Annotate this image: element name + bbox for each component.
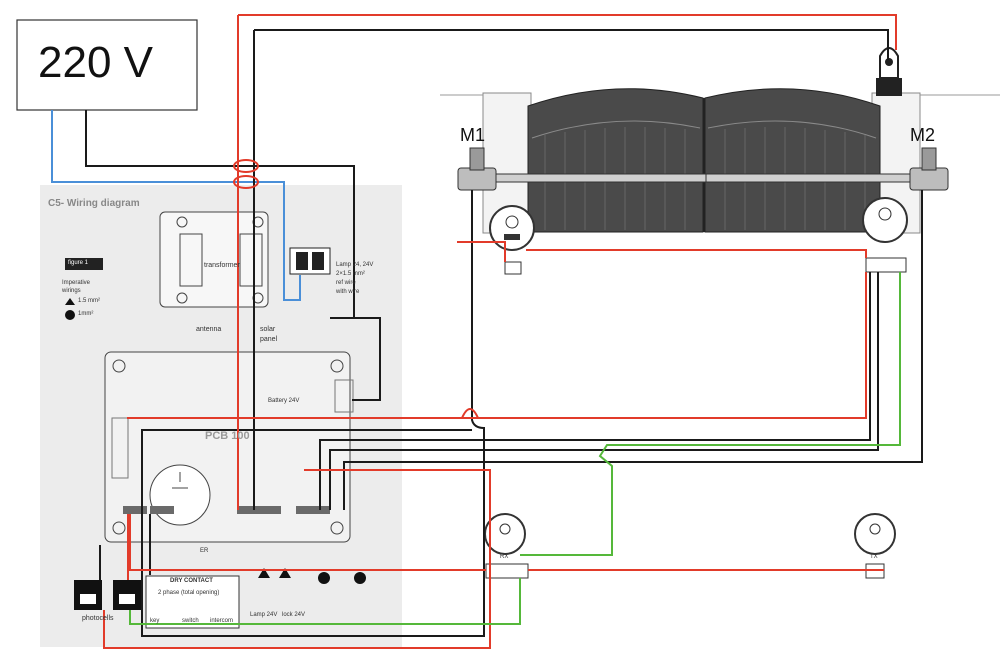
tx-label: TX xyxy=(870,554,878,560)
transformer-label: transformer xyxy=(204,262,240,269)
transformer xyxy=(159,211,269,308)
terminal-strip-top-right xyxy=(865,257,907,273)
motor-label-m1: M1 xyxy=(460,125,486,145)
lamp-bottom-label: Lamp 24V xyxy=(250,612,278,618)
dry-contact-sub: 2 phase (total opening) xyxy=(158,590,220,596)
photocell-box-1-inner xyxy=(80,594,96,604)
figure-tag: figure 1 xyxy=(68,260,89,266)
terminal-strip-rx xyxy=(485,563,529,579)
signal-wires xyxy=(129,272,901,625)
terminal-block-inner-2 xyxy=(312,252,324,270)
battery-label: Battery 24V xyxy=(268,398,300,404)
photocell-box-2-inner xyxy=(119,594,135,604)
dry-item-switch: switch xyxy=(182,618,199,624)
control-board xyxy=(104,351,354,543)
er-label: ER xyxy=(200,548,209,554)
solar-label-2: panel xyxy=(260,336,278,343)
gate xyxy=(482,88,921,234)
lamp-note-3: ref wire xyxy=(336,280,356,286)
solar-label-1: solar xyxy=(260,326,276,333)
live-wires xyxy=(103,14,897,649)
legend-heading-1: Imperative xyxy=(62,280,91,286)
board-terminals xyxy=(123,506,330,514)
crossover-loops xyxy=(233,159,479,419)
motor-label-m2: M2 xyxy=(910,125,936,145)
dry-contact-title: DRY CONTACT xyxy=(170,578,213,584)
lamp-note-1: Lamp 24, 24V xyxy=(336,262,374,268)
button-1-icon xyxy=(318,572,330,584)
photocells-label: photocells xyxy=(82,615,114,622)
lamp-note-4: with wire xyxy=(336,289,360,295)
terminal-block-inner xyxy=(296,252,308,270)
dry-contact-box xyxy=(145,575,240,629)
warning-lamp xyxy=(876,47,902,96)
legend-triangle-icon xyxy=(65,298,75,305)
rx-label: RX xyxy=(500,554,509,560)
legend-heading-2: wirings xyxy=(62,288,81,294)
lamp-symbol xyxy=(258,568,270,578)
photocell-left-top xyxy=(489,205,535,251)
photocell-tx xyxy=(854,513,896,555)
terminal-strip-top-left xyxy=(504,261,522,275)
photocell-right-top xyxy=(862,197,908,243)
power-label: 220 V xyxy=(38,38,153,87)
power-supply-box xyxy=(16,19,198,111)
earth-wire xyxy=(51,110,301,301)
button-2-icon xyxy=(354,572,366,584)
motor-arm-m1 xyxy=(457,147,707,191)
diagram-title: C5- Wiring diagram xyxy=(48,198,140,209)
lock-bottom-label: lock 24V xyxy=(282,612,306,618)
legend-item-1: 1.5 mm² xyxy=(78,298,101,304)
motor-arm-m2 xyxy=(705,147,949,191)
legend-item-2: 1mm² xyxy=(78,311,94,317)
antenna-label: antenna xyxy=(196,326,222,333)
lamp-note-2: 2×1.5 mm² xyxy=(336,271,365,277)
dry-item-intercom: intercom xyxy=(210,618,234,624)
legend-dot-icon xyxy=(65,310,75,320)
dry-item-key: key xyxy=(150,618,160,624)
figure-tag-box xyxy=(65,258,103,270)
board-label: PCB 100 xyxy=(205,430,250,442)
lock-symbol xyxy=(279,568,291,578)
